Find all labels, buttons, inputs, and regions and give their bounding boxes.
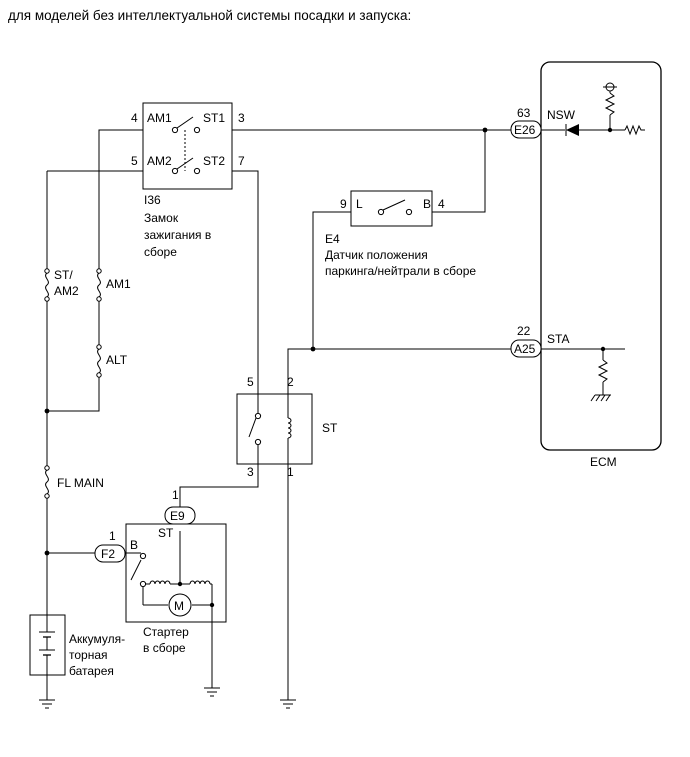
starter-motor-icon [168, 593, 192, 617]
ignition-switch-name-3: сборе [144, 245, 177, 259]
pnp-pin-b-label: B [423, 197, 431, 211]
alt-fuse-label: ALT [106, 353, 128, 367]
starter-b-terminal: B [130, 538, 138, 552]
pnp-pin-l-number: 9 [340, 197, 347, 211]
ignition-switch-code: I36 [144, 193, 161, 207]
pnp-pin-b-number: 4 [438, 197, 445, 211]
ignition-switch-name-2: зажигания в [144, 228, 211, 242]
battery-name-3: батарея [69, 664, 114, 678]
nsw-pullup-resistor-icon [604, 92, 616, 116]
starter-coil-2-icon [189, 580, 211, 585]
pnp-switch-code: E4 [325, 232, 340, 246]
ignition-am1-label: AM1 [147, 111, 172, 125]
e26-connector-label: E26 [514, 123, 536, 137]
ignition-st2-label: ST2 [203, 154, 225, 168]
battery-name-1: Аккумуля- [69, 632, 125, 646]
ignition-am1-pin: 4 [131, 111, 138, 125]
ecm-label: ECM [590, 455, 617, 469]
st-relay-box [236, 393, 313, 465]
ignition-am2-pin: 5 [131, 154, 138, 168]
st-relay-coil-icon [287, 417, 292, 439]
a25-connector-label: A25 [514, 342, 536, 356]
starter-name-2: в сборе [143, 641, 186, 655]
st-relay-pin1: 1 [287, 465, 294, 479]
am1-fuse-label: AM1 [106, 277, 131, 291]
starter-coil-1-icon [149, 580, 171, 585]
starter-solenoid-contact-icon [130, 559, 142, 581]
ignition-st1-label: ST1 [203, 111, 225, 125]
starter-ground-icon [204, 687, 220, 697]
starter-motor-label: M [174, 599, 184, 613]
relay-ground-icon [280, 699, 296, 709]
st-relay-contact-icon [248, 417, 257, 438]
am1-fuse-icon [97, 272, 101, 298]
st-relay-pin5: 5 [247, 375, 254, 389]
pnp-switch-name-1: Датчик положения [325, 248, 428, 262]
st-relay-pin3: 3 [247, 465, 254, 479]
pnp-switch-name-2: паркинга/нейтрали в сборе [325, 264, 476, 278]
e9-connector-label: E9 [170, 509, 185, 523]
starter-st-terminal: ST [158, 526, 174, 540]
st-am2-fuse-label-2: AM2 [54, 284, 79, 298]
f2-connector-label: F2 [101, 547, 115, 561]
ignition-st2-pin: 7 [238, 154, 245, 168]
pnp-contact-icon [382, 199, 406, 211]
sta-pin-number: 22 [517, 324, 531, 338]
starter-e9-pin: 1 [172, 488, 179, 502]
sta-pulldown-resistor-icon [597, 359, 609, 383]
ecm-box [540, 61, 662, 451]
st-relay-pin2: 2 [287, 375, 294, 389]
nsw-pin-number: 63 [517, 106, 531, 120]
st-relay-label: ST [322, 421, 338, 435]
ignition-st1-pin: 3 [238, 111, 245, 125]
ignition-am2-label: AM2 [147, 154, 172, 168]
st-am2-fuse-label-1: ST/ [54, 268, 73, 282]
starter-f2-pin: 1 [109, 529, 116, 543]
nsw-diode-icon [566, 124, 579, 136]
page-title: для моделей без интеллектуальной системы… [8, 8, 412, 23]
sta-label: STA [547, 332, 569, 346]
fl-main-fuse-label: FL MAIN [57, 476, 104, 490]
alt-fuse-icon [97, 348, 101, 374]
st-am2-fuse-icon [45, 272, 49, 298]
ignition-switch-box [142, 102, 233, 190]
pnp-switch-box [350, 190, 433, 227]
ignition-contact-st1-icon [176, 116, 194, 129]
fl-main-fuse-icon [45, 469, 49, 495]
nsw-label: NSW [547, 108, 576, 122]
battery-ground-icon [39, 699, 55, 709]
nsw-series-resistor-icon [624, 124, 645, 136]
starter-name-1: Стартер [143, 625, 189, 639]
ignition-switch-name-1: Замок [144, 211, 179, 225]
pnp-pin-l-label: L [356, 197, 363, 211]
battery-name-2: торная [69, 648, 108, 662]
